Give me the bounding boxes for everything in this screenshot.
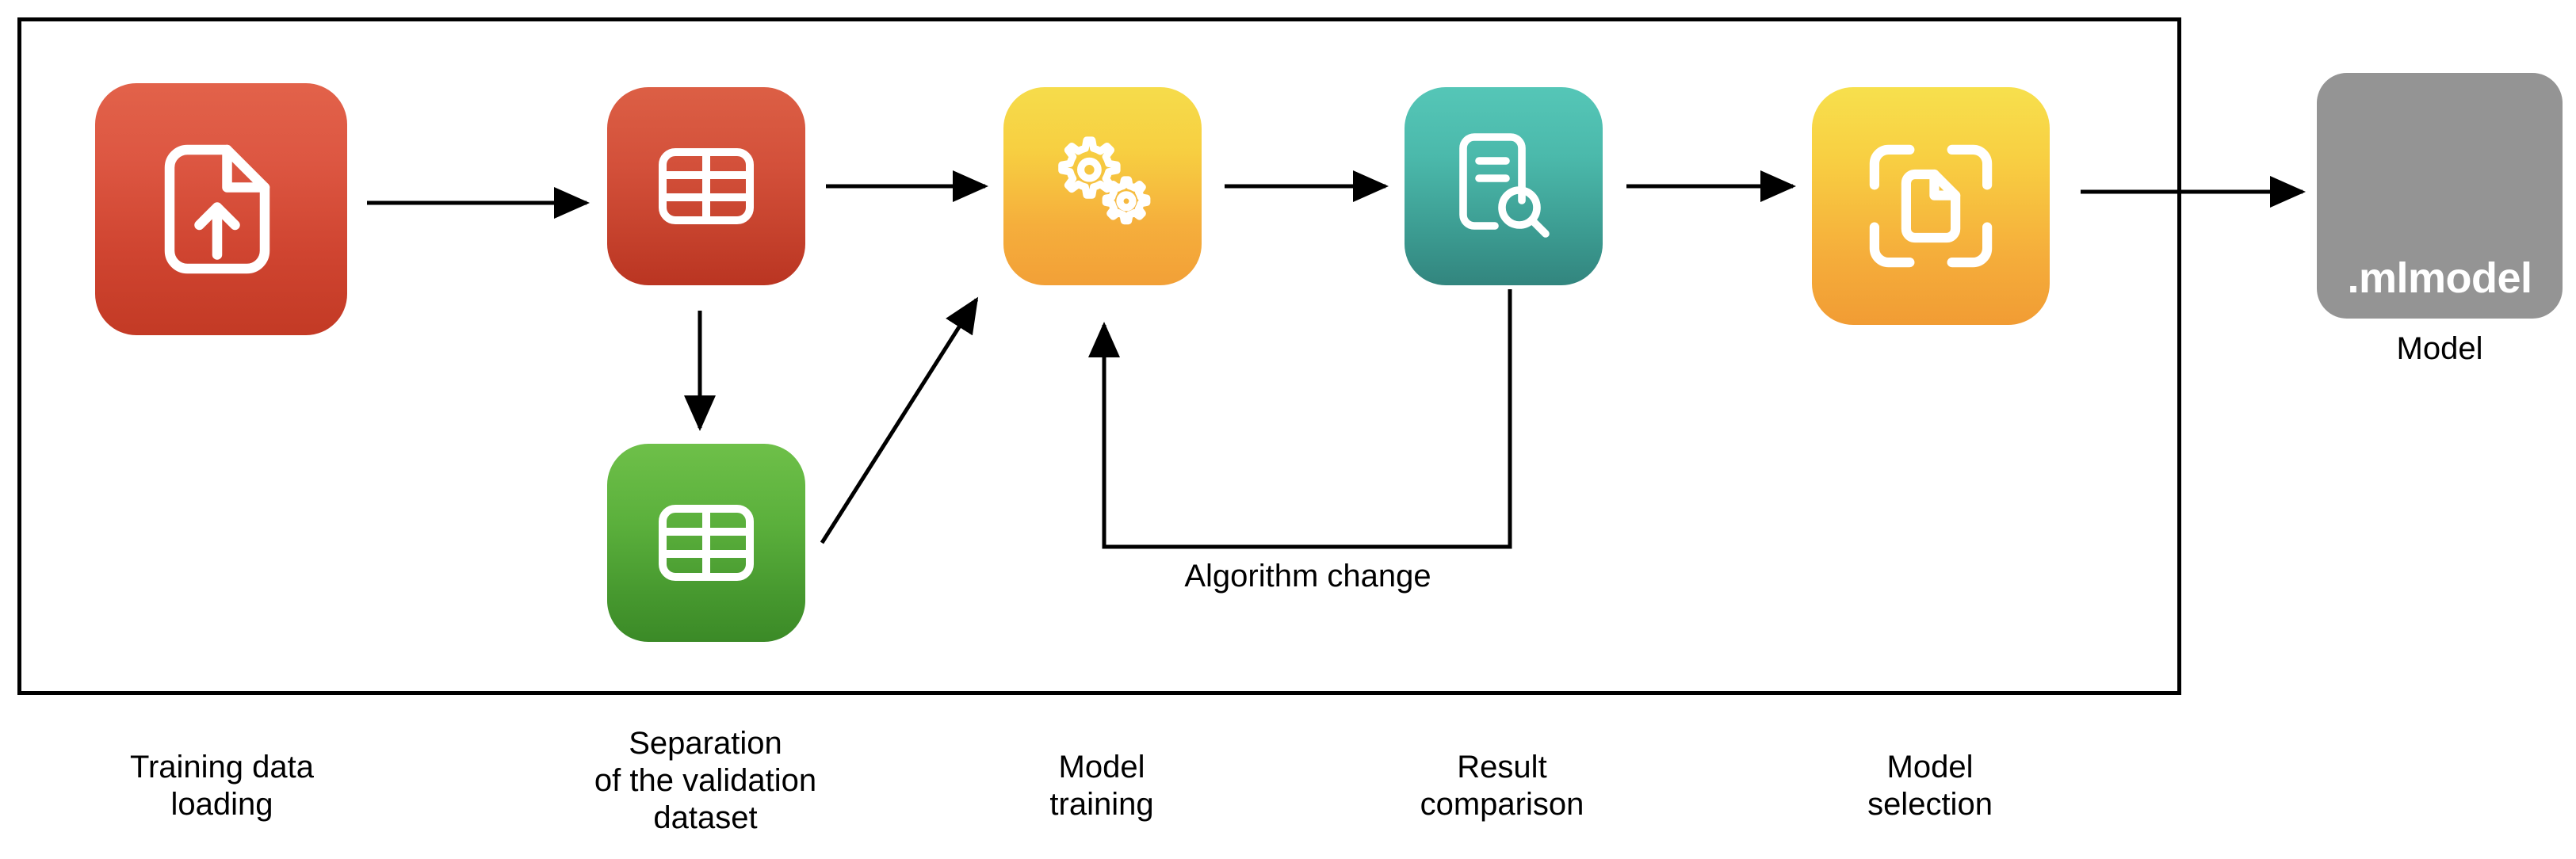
step-tile-model-selection[interactable] (1812, 87, 2050, 325)
output-model-tile[interactable]: .mlmodel (2317, 73, 2563, 319)
algorithm-change-label: Algorithm change (1184, 559, 1431, 594)
step-caption-result-comparison: Result comparison (1420, 750, 1584, 823)
step-tile-training-data-loading[interactable] (95, 83, 347, 335)
model-extension-label: .mlmodel (2347, 254, 2532, 302)
step-tile-validation-dataset[interactable] (607, 444, 805, 642)
step-caption-model-selection: Model selection (1867, 750, 1993, 823)
output-model-caption: Model (2396, 331, 2483, 366)
document-scan-icon (1867, 143, 1994, 269)
step-caption-model-training: Model training (1049, 750, 1154, 823)
table-icon (657, 503, 755, 582)
step-tile-validation-separation[interactable] (607, 87, 805, 285)
gears-icon (1047, 135, 1158, 238)
step-tile-result-comparison[interactable] (1405, 87, 1603, 285)
step-caption-training-data-loading: Training data loading (130, 750, 314, 823)
document-search-icon (1452, 131, 1555, 242)
table-icon (657, 147, 755, 226)
step-tile-model-training[interactable] (1003, 87, 1202, 285)
step-caption-validation-separation: Separation of the validation dataset (594, 726, 817, 836)
pipeline-border (17, 17, 2181, 695)
document-upload-icon (162, 142, 281, 277)
